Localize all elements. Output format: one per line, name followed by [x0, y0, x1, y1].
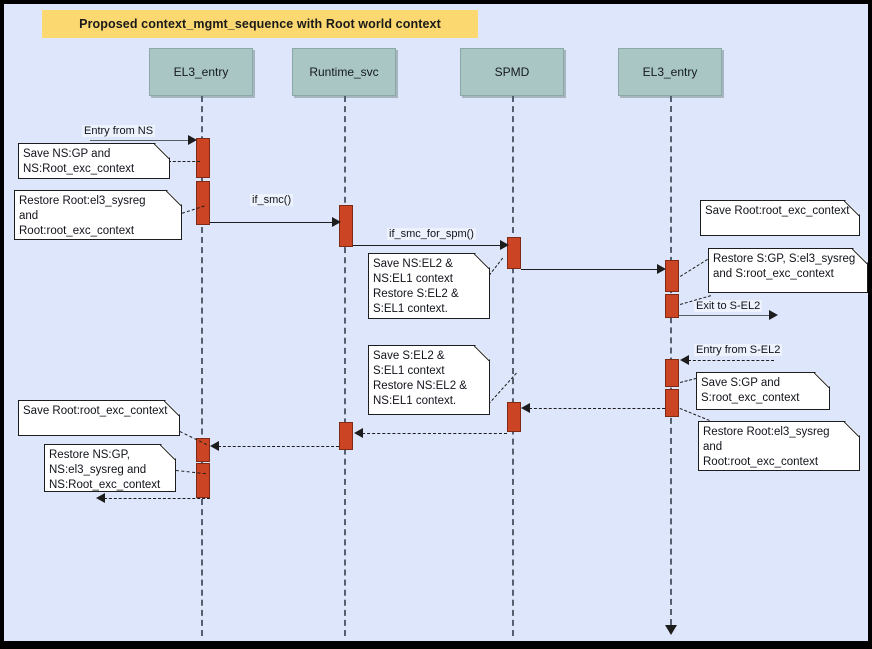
diagram-stage: Proposed context_mgmt_sequence with Root…: [4, 4, 868, 641]
diagram-title-banner: Proposed context_mgmt_sequence with Root…: [42, 10, 478, 38]
message-el3-ns-exit-line: [104, 498, 210, 499]
participant-runtime-svc[interactable]: Runtime_svc: [292, 48, 396, 96]
activation-spmd-1: [507, 237, 521, 269]
message-exit-to-sel2-label: Exit to S-EL2: [694, 300, 763, 312]
message-entry-from-sel2-arrow-icon: [680, 355, 689, 365]
note-save-s-el2-restore-ns-el2: Save S:EL2 & S:EL1 context Restore NS:EL…: [368, 345, 490, 415]
lifeline-runtime-svc: [344, 96, 346, 636]
message-entry-from-ns-line: [90, 140, 190, 141]
note-save-s-gp: Save S:GP and S:root_exc_context: [696, 372, 830, 410]
activation-el3-entry-s-1: [665, 260, 679, 292]
note-restore-ns-gp: Restore NS:GP, NS:el3_sysreg and NS:Root…: [44, 444, 176, 492]
activation-runtime-svc-1: [339, 205, 353, 247]
activation-el3-entry-s-4: [665, 389, 679, 417]
message-exit-to-sel2-line: [679, 315, 772, 316]
participant-label: SPMD: [494, 65, 530, 79]
message-spmd-to-runtime-svc-line: [362, 433, 507, 434]
activation-el3-entry-s-2: [665, 294, 679, 318]
participant-el3-entry-ns[interactable]: EL3_entry: [149, 48, 253, 96]
message-exit-to-sel2-arrow-icon: [769, 310, 778, 320]
message-runtime-svc-to-el3-ns-line: [218, 446, 339, 447]
note-restore-s-gp: Restore S:GP, S:el3_sysreg and S:root_ex…: [708, 248, 868, 293]
message-if-smc-for-spm-line: [353, 245, 502, 246]
participant-label: EL3_entry: [173, 65, 229, 79]
participant-label: EL3_entry: [642, 65, 698, 79]
message-el3-s-to-spmd-line: [529, 408, 665, 409]
note-restore-root-el3-sysreg-2: Restore Root:el3_sysreg and Root:root_ex…: [698, 421, 860, 471]
activation-el3-entry-s-3: [665, 359, 679, 387]
activation-runtime-svc-2: [339, 422, 353, 450]
note-save-ns-gp: Save NS:GP and NS:Root_exc_context: [18, 143, 170, 179]
lifeline-el3-entry-ns: [201, 96, 203, 636]
message-spmd-to-el3-s-line: [521, 269, 660, 270]
message-entry-from-sel2-line: [688, 360, 774, 361]
message-el3-s-to-spmd-arrow-icon: [521, 403, 530, 413]
participant-el3-entry-s[interactable]: EL3_entry: [618, 48, 722, 96]
note-save-root-exc-context-1: Save Root:root_exc_context: [700, 200, 860, 236]
note-connector-1: [168, 161, 200, 162]
activation-el3-entry-ns-2: [196, 181, 210, 225]
message-if-smc-arrow-icon: [332, 217, 341, 227]
note-save-root-exc-context-2: Save Root:root_exc_context: [18, 400, 180, 436]
message-entry-from-ns-label: Entry from NS: [82, 125, 156, 137]
message-spmd-to-runtime-svc-arrow-icon: [354, 428, 363, 438]
activation-el3-entry-ns-1: [196, 138, 210, 178]
activation-el3-entry-ns-3: [196, 438, 210, 462]
message-spmd-to-el3-s-arrow-icon: [657, 264, 666, 274]
activation-spmd-2: [507, 402, 521, 432]
message-runtime-svc-to-el3-ns-arrow-icon: [210, 441, 219, 451]
message-entry-from-sel2-label: Entry from S-EL2: [694, 344, 783, 356]
message-if-smc-for-spm-label: if_smc_for_spm(): [387, 228, 476, 240]
message-entry-from-ns-arrow-icon: [188, 135, 197, 145]
participant-spmd[interactable]: SPMD: [460, 48, 564, 96]
message-el3-ns-exit-arrow-icon: [96, 493, 105, 503]
activation-el3-entry-ns-4: [196, 463, 210, 498]
message-if-smc-for-spm-arrow-icon: [500, 240, 509, 250]
message-if-smc-label: if_smc(): [250, 194, 294, 206]
lifeline-spmd: [512, 96, 514, 636]
note-restore-root-el3-sysreg: Restore Root:el3_sysreg and Root:root_ex…: [14, 190, 182, 240]
lifeline-end-arrow-icon: [665, 625, 677, 635]
message-if-smc-line: [210, 222, 334, 223]
participant-label: Runtime_svc: [309, 65, 379, 79]
note-save-ns-el2-restore-s-el2: Save NS:EL2 & NS:EL1 context Restore S:E…: [368, 253, 490, 319]
